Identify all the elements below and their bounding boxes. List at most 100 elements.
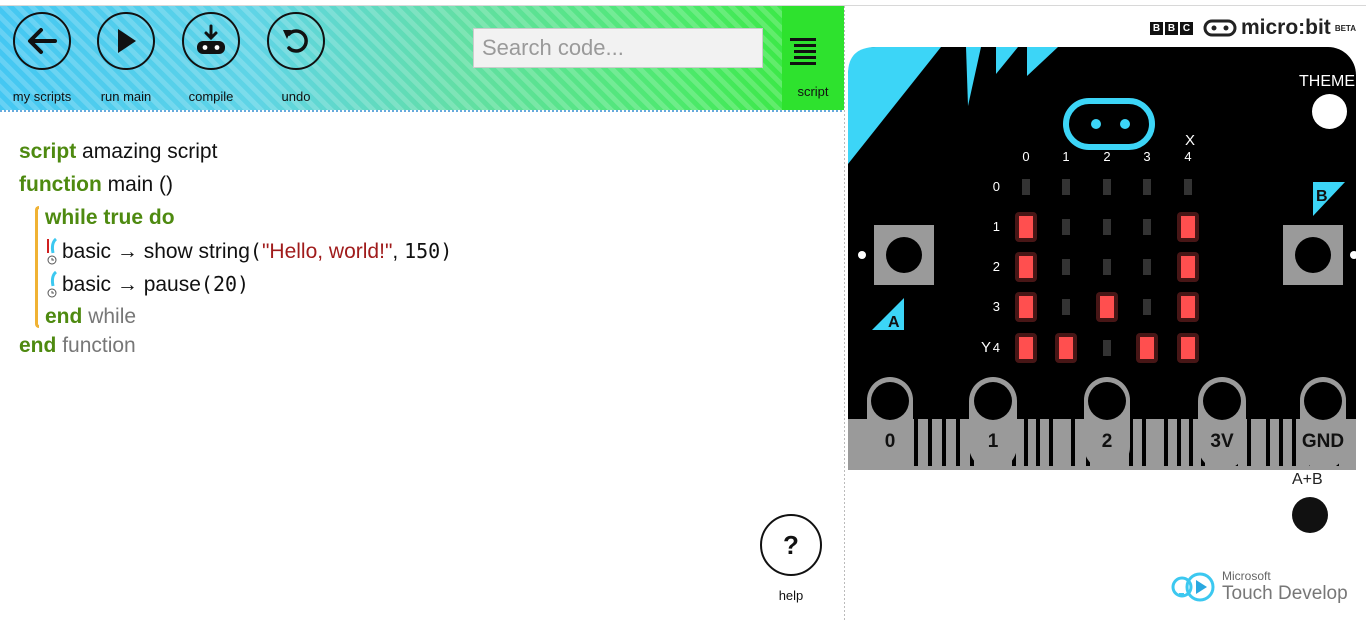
compile-button[interactable]: compile (169, 12, 253, 104)
help-button[interactable]: ? help (760, 514, 822, 603)
led-off (1103, 219, 1111, 235)
play-icon (118, 29, 136, 53)
undo-button[interactable]: undo (254, 12, 338, 104)
function-line[interactable]: function main () (19, 171, 452, 204)
led-off (1103, 340, 1111, 356)
my-scripts-circle (13, 12, 71, 70)
undo-circle (267, 12, 325, 70)
ab-label: A+B (1292, 471, 1323, 488)
connector-strip (956, 416, 960, 466)
microbit-brand: micro:bit (1240, 16, 1331, 39)
led-col-label: 2 (1103, 149, 1110, 164)
connector-strip (942, 416, 946, 466)
search-input[interactable] (473, 28, 763, 68)
bbc-letter: C (1179, 21, 1193, 35)
show-string-statement[interactable]: basic → show string("Hello, world!", 150… (45, 237, 452, 270)
download-chip-icon (197, 24, 225, 54)
function-signature: main () (107, 173, 173, 196)
pause-statement[interactable]: basic → pause(20) (45, 270, 452, 303)
face-eye (1091, 119, 1101, 129)
end-keyword: end (19, 334, 57, 357)
led-on (1140, 337, 1154, 359)
pin-hole (1203, 382, 1241, 420)
connector-strip (1266, 416, 1270, 466)
end-while-line[interactable]: end while (45, 303, 452, 332)
board-accent (848, 47, 941, 164)
script-line[interactable]: script amazing script (19, 138, 452, 171)
button-b-label: B (1316, 188, 1328, 205)
touchdevelop-icon (1171, 572, 1215, 602)
connector-strip (928, 416, 932, 466)
button-a-label: A (888, 314, 900, 331)
led-on (1181, 337, 1195, 359)
while-keyword: while (45, 206, 98, 229)
axis-x-label: X (1185, 132, 1195, 149)
arrow-left-icon (28, 28, 57, 54)
show-string-close-paren: ) (440, 239, 453, 263)
led-on (1059, 337, 1073, 359)
toolbar: my scripts run main compile undo (0, 6, 844, 112)
compile-label: compile (188, 89, 234, 104)
toolbar-divider (0, 110, 844, 112)
show-string-call: basic → show string (62, 240, 250, 263)
connector-strip (1292, 416, 1296, 466)
connector-strip (1071, 416, 1075, 466)
led-off (1062, 179, 1070, 195)
script-list-icon (790, 38, 816, 65)
run-main-circle (97, 12, 155, 70)
connector-strip (1036, 416, 1040, 466)
connector-strip (1142, 416, 1146, 466)
theme-button[interactable] (1312, 94, 1347, 129)
led-col-label: 1 (1062, 149, 1069, 164)
script-button[interactable]: script (782, 6, 844, 110)
pin-label: 3V (1210, 431, 1234, 452)
undo-label: undo (281, 89, 311, 104)
show-string-separator: , (392, 240, 399, 263)
connector-strip (914, 416, 918, 466)
function-keyword: function (19, 173, 102, 196)
beta-badge: BETA (1334, 23, 1356, 33)
led-off (1184, 179, 1192, 195)
board-accent (966, 47, 981, 106)
show-string-interval: 150 (404, 239, 441, 263)
led-on (1019, 216, 1033, 238)
while-block[interactable]: while true do basic → show string("Hello… (35, 204, 452, 332)
button-a-indicator (858, 251, 866, 259)
connector-strip (1049, 416, 1053, 466)
my-scripts-button[interactable]: my scripts (0, 12, 84, 104)
microbit-face-icon (1203, 19, 1237, 37)
button-b-cap[interactable] (1295, 237, 1331, 273)
led-off (1103, 259, 1111, 275)
run-main-button[interactable]: run main (84, 12, 168, 104)
code-editor[interactable]: script amazing script function main () w… (19, 138, 452, 365)
theme-label: THEME (1299, 73, 1355, 90)
bbc-letter: B (1164, 21, 1178, 35)
button-a-cap[interactable] (886, 237, 922, 273)
led-on (1100, 296, 1114, 318)
bbc-logo: B B C (1149, 21, 1193, 35)
end-function-line[interactable]: end function (19, 332, 452, 365)
while-line[interactable]: while true do (45, 204, 452, 237)
run-main-label: run main (100, 89, 152, 104)
ms-text: Microsoft Touch Develop (1222, 569, 1348, 605)
board-accent (996, 47, 1018, 74)
connector-strip (1129, 416, 1133, 466)
microsoft-touchdevelop-logo: Microsoft Touch Develop (1170, 569, 1348, 605)
connector-strip (1024, 416, 1028, 466)
led-col-label: 3 (1143, 149, 1150, 164)
led-col-label: 0 (1022, 149, 1029, 164)
led-on (1019, 296, 1033, 318)
pin-hole (871, 382, 909, 420)
true-keyword: true (103, 206, 144, 229)
ms-line2: Touch Develop (1222, 583, 1348, 604)
top-border (0, 0, 1366, 6)
ab-button[interactable] (1292, 497, 1328, 533)
while-block-bracket (35, 206, 39, 328)
ms-line1: Microsoft (1222, 569, 1271, 583)
help-label: help (778, 588, 804, 603)
led-off (1143, 299, 1151, 315)
